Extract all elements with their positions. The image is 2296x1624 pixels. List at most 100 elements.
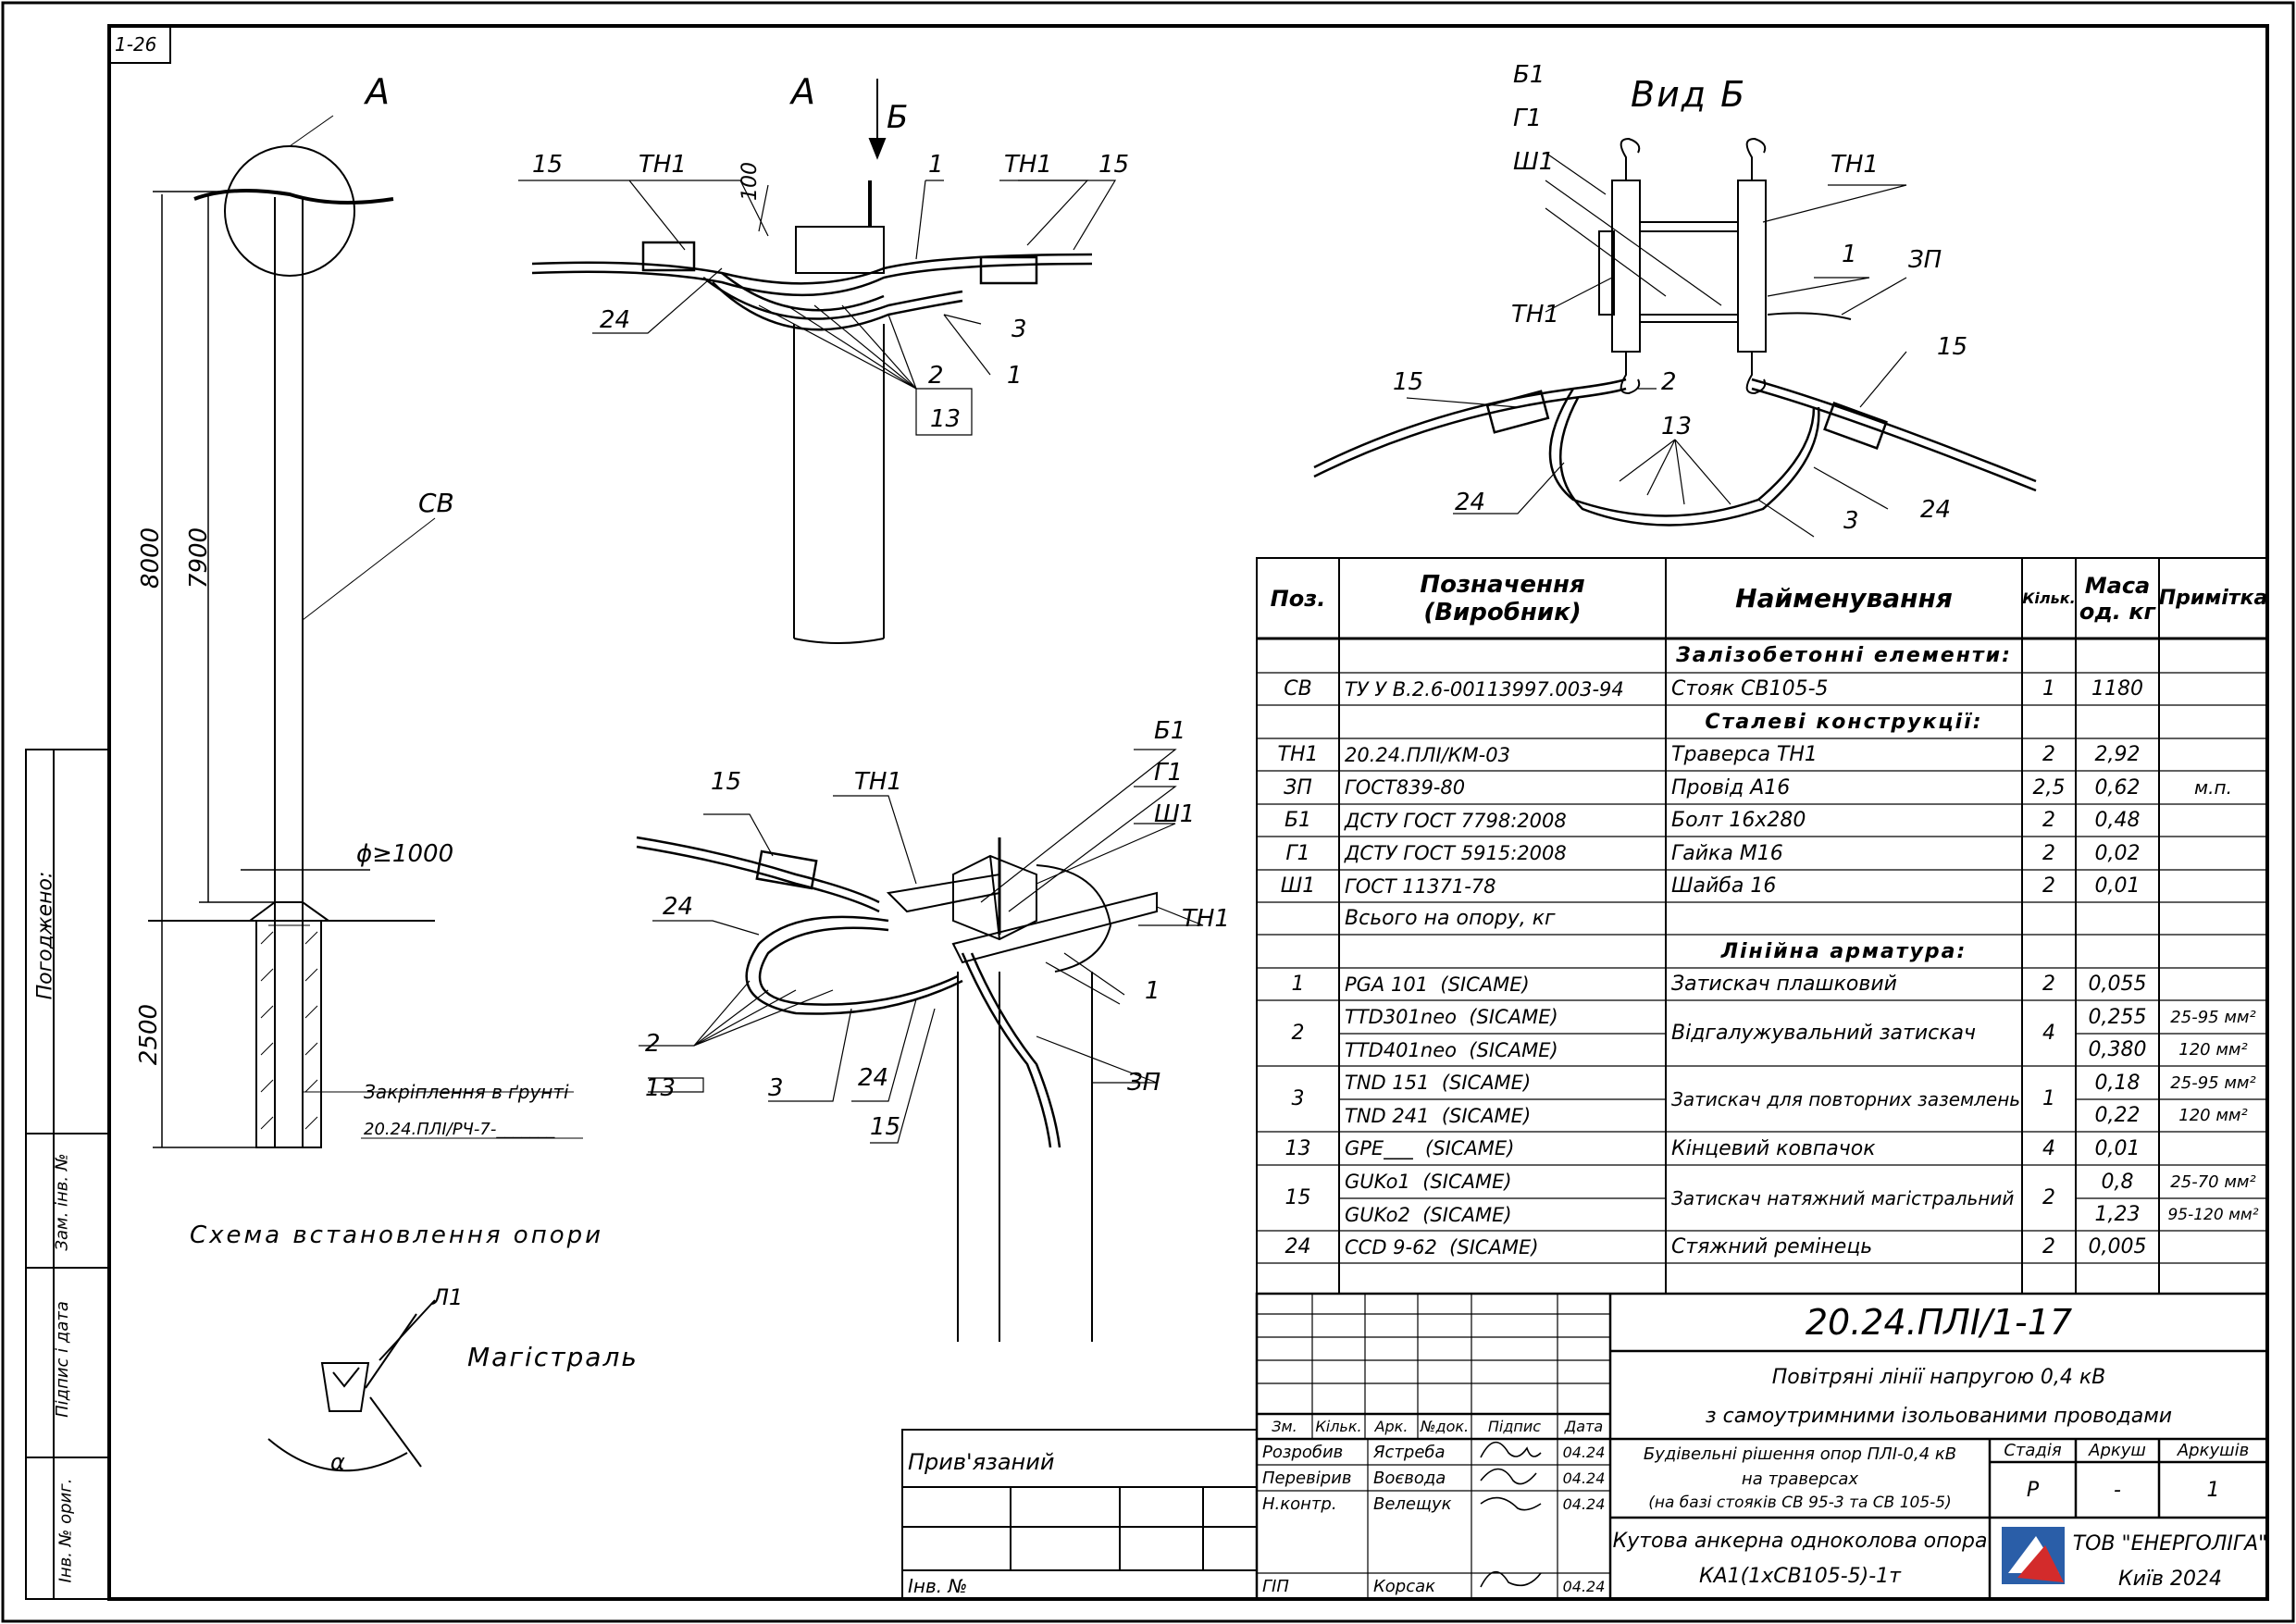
r15-mass2: 1,23	[2094, 1203, 2141, 1226]
b1-mass: 0,48	[2094, 809, 2141, 832]
callout-tn1-i1: ТН1	[854, 768, 902, 796]
callout-2-b: 2	[1661, 368, 1677, 396]
callout-2-i: 2	[645, 1030, 661, 1058]
sheets-header: Аркушів	[2177, 1441, 2250, 1460]
section-steel: Сталеві конструкції:	[1705, 710, 1983, 734]
signatures	[1480, 1441, 1542, 1588]
tn1-mass: 2,92	[2094, 743, 2141, 766]
zp-mass: 0,62	[2094, 775, 2141, 800]
project-desc-1: Повітряні лінії напругою 0,4 кВ	[1771, 1365, 2106, 1389]
r3-mass1: 0,18	[2094, 1071, 2141, 1095]
label-l1: Л1	[432, 1284, 464, 1310]
callout-3-a: 3	[1011, 316, 1027, 343]
tn1-pos: ТН1	[1277, 743, 1319, 766]
r3-pos: 3	[1291, 1087, 1305, 1110]
dim-100: 100	[738, 162, 762, 201]
company-logo	[2002, 1527, 2065, 1584]
role-normcontrol: Н.контр.	[1262, 1494, 1337, 1514]
tn1-qty: 2	[2042, 743, 2055, 766]
role-checked: Перевірив	[1262, 1468, 1352, 1488]
callout-g1-b: Г1	[1513, 105, 1543, 132]
callout-13-a: 13	[930, 405, 962, 433]
callout-tn1-i2: ТН1	[1182, 905, 1230, 933]
drawing-name-2: КА1(1хСВ105-5)-1т	[1699, 1564, 1901, 1588]
role-developed: Розробив	[1262, 1442, 1344, 1462]
callout-24-i1: 24	[663, 893, 694, 921]
r15-name: Затискач натяжний магістральний	[1671, 1186, 2015, 1209]
project-desc-2: з самоутримними ізольованими проводами	[1705, 1404, 2173, 1428]
hdr-mass: Маса од. кг	[2079, 572, 2156, 625]
callout-tn1-a2: ТН1	[1004, 151, 1052, 179]
b1-name: Болт 16х280	[1671, 809, 1806, 832]
r2-des2: TTD401neo (SICAME)	[1345, 1038, 1558, 1061]
company-city: Київ 2024	[2118, 1567, 2222, 1591]
r1-mass: 0,055	[2088, 973, 2147, 996]
date-checked: 04.24	[1562, 1469, 1606, 1487]
callout-tn1-b2: ТН1	[1511, 301, 1559, 329]
sv-des: ТУ У В.2.6-00113997.003-94	[1345, 677, 1624, 700]
zp-pos: ЗП	[1284, 775, 1312, 800]
side-approved: Погоджено:	[33, 871, 57, 1000]
callout-15-i2: 15	[870, 1113, 901, 1141]
section-line: Лінійна арматура:	[1720, 939, 1967, 963]
callout-3-i: 3	[768, 1074, 784, 1102]
name-gip: Корсак	[1373, 1576, 1436, 1596]
zp-name: Провід А16	[1671, 775, 1791, 800]
callout-b1-b: Б1	[1513, 61, 1545, 89]
tn1-des: 20.24.ПЛІ/КМ-03	[1345, 743, 1510, 766]
callout-b1-i: Б1	[1154, 717, 1186, 745]
r2-des1: TTD301neo (SICAME)	[1345, 1006, 1558, 1028]
hdr-qty: Кільк.	[2022, 589, 2076, 607]
side-sign-date: Підпис і дата	[52, 1301, 72, 1418]
g1-qty: 2	[2042, 841, 2055, 865]
r24-pos: 24	[1285, 1235, 1311, 1258]
callout-tn1-a1: ТН1	[639, 151, 687, 179]
r1-name: Затискач плашковий	[1671, 973, 1897, 996]
r1-pos: 1	[1291, 973, 1305, 996]
r3-note1: 25-95 мм²	[2170, 1072, 2256, 1093]
name-checked: Воєвода	[1373, 1468, 1446, 1488]
sv-pos: СВ	[1284, 677, 1312, 700]
callout-tn1-b1: ТН1	[1831, 151, 1879, 179]
dim-8000: 8000	[137, 527, 166, 589]
r15-note1: 25-70 мм²	[2170, 1172, 2256, 1192]
sv-name: Стояк СВ105-5	[1671, 677, 1829, 700]
label-a-center: А	[791, 71, 815, 112]
r15-des2: GUKo2 (SICAME)	[1345, 1203, 1512, 1226]
r15-pos: 15	[1285, 1186, 1311, 1209]
r3-des2: TND 241 (SICAME)	[1345, 1104, 1532, 1127]
b1-des: ДСТУ ГОСТ 7798:2008	[1345, 809, 1567, 832]
dim-2500: 2500	[135, 1003, 164, 1066]
zp-note: м.п.	[2194, 776, 2232, 799]
date-gip: 04.24	[1562, 1577, 1606, 1595]
callout-24-a: 24	[600, 306, 631, 334]
r13-pos: 13	[1285, 1136, 1311, 1160]
fixing-label: Закріплення в ґрунті	[364, 1081, 569, 1103]
r15-mass1: 0,8	[2101, 1170, 2134, 1194]
hdr-designation: Позначення (Виробник)	[1420, 570, 1585, 626]
date-developed: 04.24	[1562, 1443, 1606, 1461]
drawing-code: 20.24.ПЛІ/1-17	[1805, 1302, 2073, 1343]
linked-label: Прив'язаний	[908, 1449, 1055, 1475]
zp-des: ГОСТ839-80	[1345, 776, 1466, 799]
name-developed: Ястреба	[1373, 1442, 1446, 1462]
stage-header: Стадія	[2004, 1441, 2062, 1460]
sheets-value: 1	[2206, 1478, 2220, 1502]
label-sv: СВ	[418, 488, 454, 518]
company-name: ТОВ "ЕНЕРГОЛІГА"	[2073, 1531, 2267, 1556]
g1-name: Гайка М16	[1671, 841, 1783, 865]
date-normcontrol: 04.24	[1562, 1494, 1606, 1513]
r24-des: CCD 9-62 (SICAME)	[1345, 1235, 1539, 1258]
r13-name: Кінцевий ковпачок	[1671, 1136, 1876, 1160]
col-sign: Підпис	[1487, 1418, 1542, 1435]
r24-name: Стяжний ремінець	[1671, 1235, 1873, 1258]
callout-2-a: 2	[928, 362, 944, 390]
sub-desc-3: (на базі стояків СВ 95-3 та СВ 105-5)	[1648, 1494, 1952, 1512]
r3-des1: TND 151 (SICAME)	[1345, 1072, 1532, 1094]
r24-mass: 0,005	[2088, 1235, 2147, 1258]
g1-des: ДСТУ ГОСТ 5915:2008	[1345, 842, 1567, 864]
sv-qty: 1	[2042, 677, 2055, 700]
callout-24-b2: 24	[1920, 496, 1952, 524]
r2-note1: 25-95 мм²	[2170, 1007, 2256, 1027]
callout-sh1-b: Ш1	[1513, 148, 1555, 176]
